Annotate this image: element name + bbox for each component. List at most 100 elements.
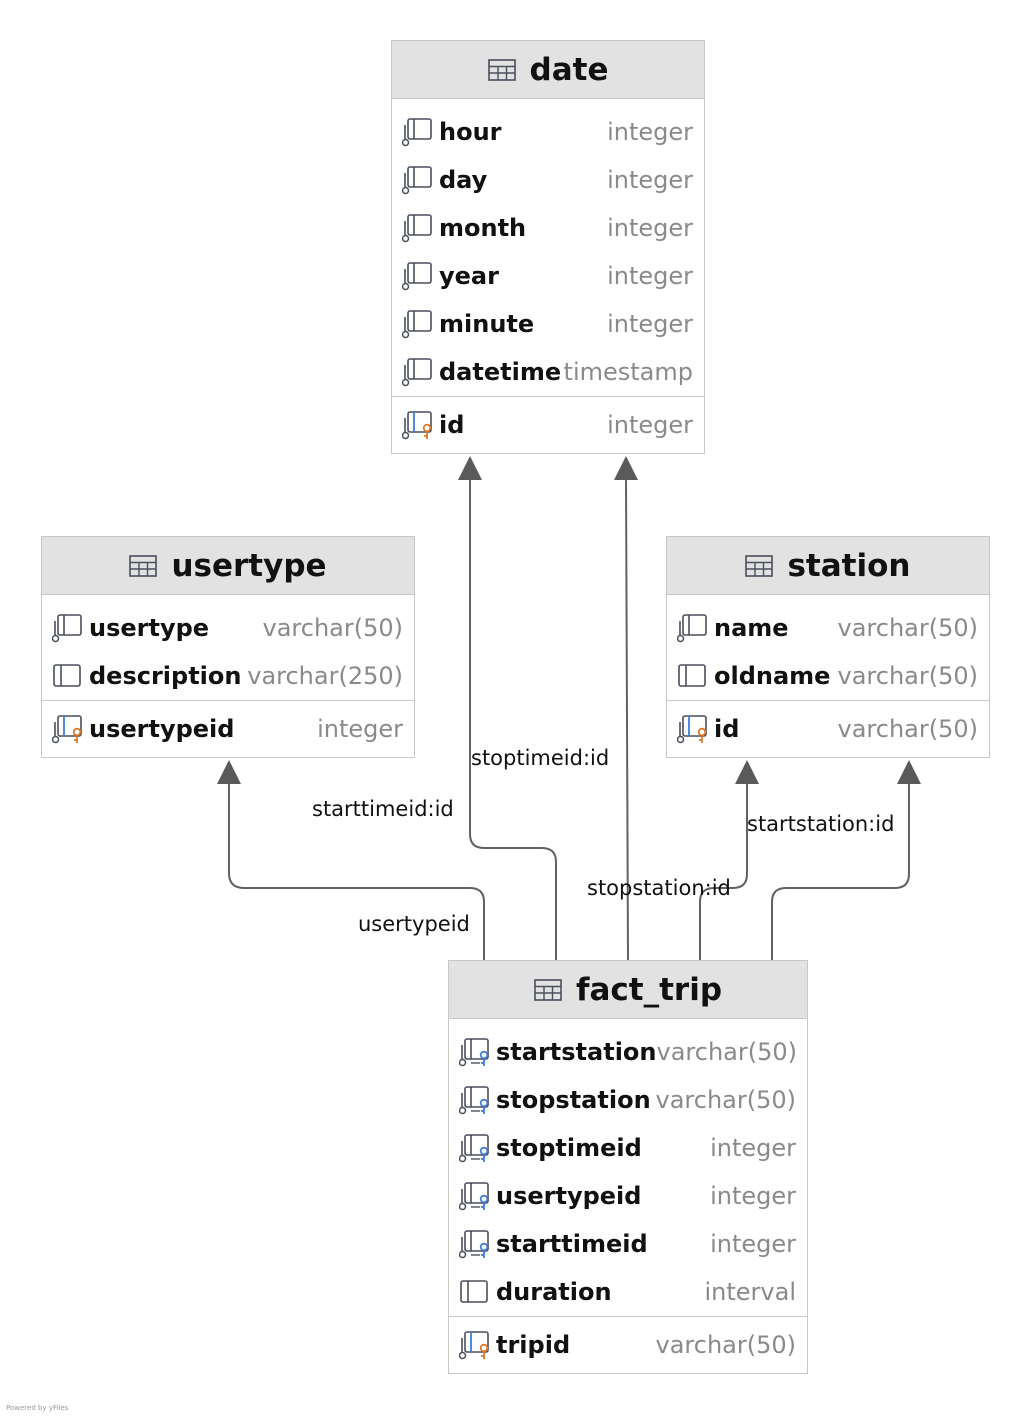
column-name: usertypeid [496,1182,642,1210]
column-icon [677,661,707,691]
column-icon [459,1277,489,1307]
edge-label-startstation: startstation:id [747,812,895,836]
table-icon [129,554,171,577]
column-name: description [89,662,242,690]
table-icon [534,978,576,1001]
column-type: integer [710,1134,796,1162]
table-header[interactable]: usertype [42,537,414,595]
column-type: interval [704,1278,797,1306]
column-type: integer [710,1230,796,1258]
table-title: fact_trip [575,971,723,1008]
table-header[interactable]: date [392,41,704,99]
indexed-column-icon [401,357,432,387]
arrowhead-stoptimeid [614,456,638,480]
primary-key-icon [458,1330,489,1360]
edge-label-stoptimeid: stoptimeid:id [471,746,610,770]
column-row[interactable]: starttimeid integer [449,1220,807,1268]
arrowhead-stopstation [735,760,759,784]
column-name: starttimeid [496,1230,648,1258]
edge-starttimeid[interactable] [469,478,557,960]
indexed-column-icon [401,117,432,147]
column-row[interactable]: usertype varchar(50) [42,604,414,652]
indexed-column-icon [401,261,432,291]
foreign-key-icon [458,1085,489,1115]
footer-credit: Powered by yFiles [6,1404,69,1412]
column-type: varchar(50) [656,1038,798,1066]
column-type: varchar(50) [837,715,979,743]
indexed-column-icon [401,213,432,243]
column-row[interactable]: stoptimeid integer [449,1124,807,1172]
column-row[interactable]: name varchar(50) [667,604,989,652]
column-type: integer [607,214,693,242]
edge-label-stopstation: stopstation:id [587,876,731,900]
arrowhead-startstation [897,760,921,784]
column-name: startstation [496,1038,657,1066]
column-name: stoptimeid [496,1134,642,1162]
column-row[interactable]: usertypeid integer [449,1172,807,1220]
column-name: stopstation [496,1086,651,1114]
column-name: name [714,614,789,642]
primary-key-icon [51,714,82,744]
table-header[interactable]: station [667,537,989,595]
table-title: usertype [171,547,327,584]
edge-label-starttimeid: starttimeid:id [312,797,454,821]
pk-row[interactable]: id varchar(50) [667,700,989,757]
column-type: varchar(250) [247,662,403,690]
column-type: integer [710,1182,796,1210]
pk-row[interactable]: usertypeid integer [42,700,414,757]
indexed-column-icon [51,613,82,643]
column-name: duration [496,1278,612,1306]
column-name: usertypeid [89,715,235,743]
foreign-key-icon [458,1037,489,1067]
foreign-key-icon [458,1181,489,1211]
column-name: usertype [89,614,210,642]
table-icon [745,554,787,577]
column-type: integer [607,262,693,290]
table-header[interactable]: fact_trip [449,961,807,1019]
indexed-column-icon [401,165,432,195]
column-name: id [714,715,740,743]
column-row[interactable]: minute integer [392,300,704,348]
edge-startstation[interactable] [771,782,910,960]
column-row[interactable]: duration interval [449,1268,807,1316]
primary-key-icon [676,714,707,744]
table-icon [487,58,530,81]
pk-row[interactable]: tripid varchar(50) [449,1316,807,1373]
column-type: varchar(50) [262,614,404,642]
indexed-column-icon [676,613,707,643]
column-type: integer [607,310,693,338]
primary-key-icon [401,410,432,440]
column-name: month [439,214,527,242]
column-type: varchar(50) [837,614,979,642]
edge-usertypeid[interactable] [228,782,485,960]
edge-label-usertypeid: usertypeid [358,912,470,936]
column-type: integer [317,715,403,743]
column-name: minute [439,310,535,338]
edge-stopstation[interactable] [699,782,748,960]
column-name: oldname [714,662,831,690]
column-row[interactable]: month integer [392,204,704,252]
column-type: varchar(50) [837,662,979,690]
column-name: id [439,411,465,439]
column-name: tripid [496,1331,571,1359]
column-type: integer [607,118,693,146]
arrowhead-usertypeid [217,760,241,784]
column-name: datetime [439,358,562,386]
column-icon [52,661,82,691]
edge-stoptimeid[interactable] [625,477,629,961]
column-type: varchar(50) [655,1331,797,1359]
